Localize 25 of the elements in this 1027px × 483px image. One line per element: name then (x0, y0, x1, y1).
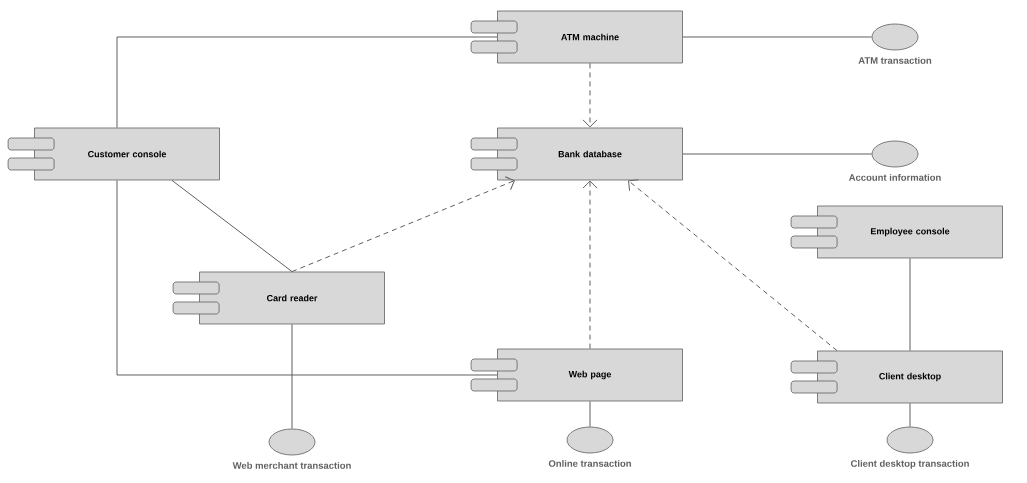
connector-line (909, 257, 911, 352)
connector-line (116, 179, 498, 376)
connector-line (682, 36, 873, 38)
dependency-arrow (628, 179, 838, 352)
node-label: Account information (848, 173, 941, 181)
dependency-arrow (582, 180, 598, 350)
component-box: Bank database (470, 127, 683, 181)
component-box: Card reader (172, 271, 385, 325)
connector-line (171, 179, 293, 273)
dependency-arrow (582, 62, 598, 128)
connector-line (291, 323, 293, 430)
node-label: ATM transaction (858, 56, 932, 64)
component-box: Web page (470, 348, 683, 402)
node-label: Online transaction (548, 459, 631, 467)
component-box: Client desktop (790, 350, 1003, 404)
component-box: ATM machine (470, 10, 683, 64)
node-label: Web merchant transaction (232, 461, 351, 469)
connector-line (909, 402, 911, 428)
node-label: Client desktop transaction (850, 459, 969, 469)
connector-line (116, 36, 498, 129)
dependency-arrow (291, 176, 515, 273)
connector-line (682, 153, 873, 155)
connector-line (589, 400, 591, 428)
component-box: Employee console (790, 205, 1003, 259)
component-box: Customer console (7, 127, 220, 181)
